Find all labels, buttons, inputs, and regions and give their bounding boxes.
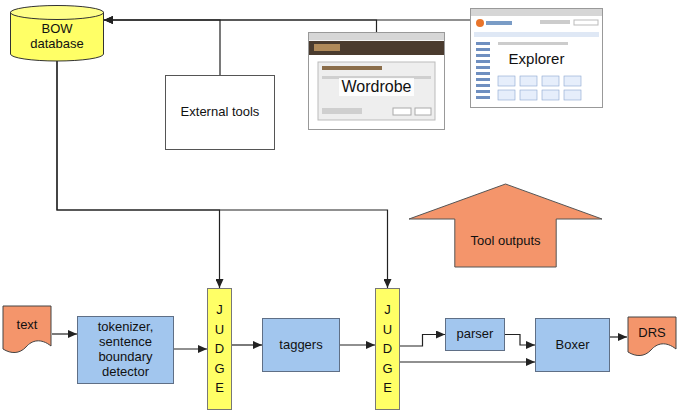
node-label: JUDGE: [381, 300, 394, 398]
connector-arrow: [400, 361, 535, 362]
screenshot-panel: Wordrobe: [308, 32, 445, 130]
connector-arrow: [104, 19, 470, 20]
node-label: Boxer: [556, 338, 590, 353]
connector-arrow: [232, 344, 262, 345]
node-label: tokenizer, sentence boundary detector: [84, 320, 167, 380]
node-label: Explorer: [506, 50, 568, 67]
node-label: Tool outputs: [470, 234, 540, 249]
process-box: taggers: [262, 318, 340, 372]
connector-arrow: [340, 344, 375, 345]
node-label: DRS: [638, 326, 665, 341]
node-label: JUDGE: [213, 300, 226, 398]
database-cylinder: BOW database: [10, 5, 104, 61]
process-box: tokenizer, sentence boundary detector: [77, 316, 174, 384]
node-label: External tools: [181, 105, 260, 120]
screenshot-panel: Explorer: [470, 8, 603, 108]
process-box: Boxer: [535, 318, 610, 372]
tool-box: External tools: [165, 75, 275, 150]
connector-arrow: [104, 20, 220, 75]
process-box: parser: [445, 318, 505, 351]
node-label: Wordrobe: [339, 78, 415, 96]
connector-arrow: [505, 335, 535, 346]
block-arrow-outline: [408, 183, 603, 268]
block-arrow: Tool outputs: [408, 183, 603, 268]
connector-arrow: [52, 333, 77, 334]
judge-bar: JUDGE: [207, 288, 232, 410]
node-label: BOW database: [14, 22, 100, 52]
connector-arrow: [400, 335, 445, 347]
node-label: text: [17, 318, 38, 333]
connector-arrow: [174, 348, 207, 349]
connector-arrow: [104, 20, 377, 32]
node-label: parser: [457, 327, 494, 342]
document-shape: text: [2, 305, 52, 355]
judge-bar: JUDGE: [375, 288, 400, 410]
connector-arrow: [610, 336, 627, 337]
document-shape: DRS: [627, 316, 677, 358]
node-label: taggers: [279, 338, 322, 353]
